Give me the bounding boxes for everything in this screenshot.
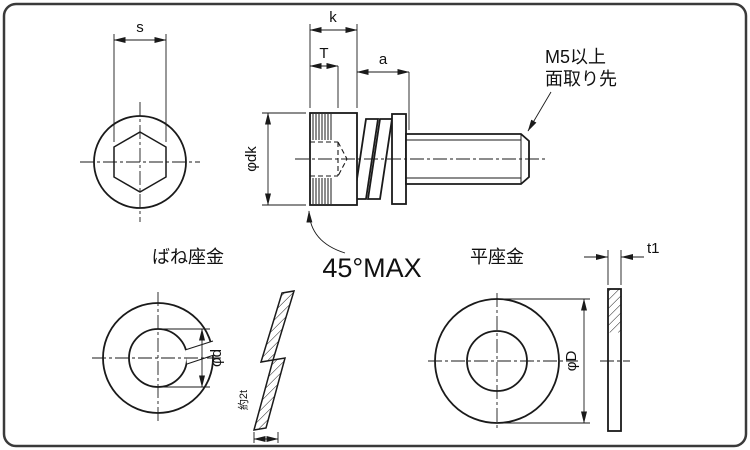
dim-label-s: s xyxy=(136,19,144,36)
spring-washer-title: ばね座金 xyxy=(152,247,224,267)
dim-label-d: φd xyxy=(208,349,225,367)
spring-coil-section xyxy=(259,290,296,363)
dim-label-2t: 約2t xyxy=(236,390,250,410)
k-dimension: k xyxy=(309,9,358,108)
tip-note: M5以上 面取り先 xyxy=(527,47,617,132)
tip-note-line1: M5以上 xyxy=(545,47,606,67)
t-dimension: T xyxy=(309,45,339,108)
s-dimension: s xyxy=(113,19,167,142)
knurl-lines-top xyxy=(312,114,332,140)
screw-side-view: k T a φdk M5以上 面取り先 45°MAX xyxy=(243,9,617,283)
d-dimension: φd xyxy=(158,328,225,388)
head-top-view: s xyxy=(80,19,200,222)
dk-dimension: φdk xyxy=(243,112,306,206)
flat-washer-title: 平座金 xyxy=(470,247,524,267)
spring-coil-section xyxy=(252,357,287,431)
dim-label-a: a xyxy=(379,51,388,68)
t1-dimension: t1 xyxy=(584,240,660,285)
dim-label-dk: φdk xyxy=(243,146,260,172)
chamfer-angle-note: 45°MAX xyxy=(306,210,422,283)
spring-washer-free-side-view: 約2t xyxy=(236,290,296,443)
flat-washer-view: 平座金 φD t1 xyxy=(428,240,660,432)
spring-washer-side-band xyxy=(366,118,394,200)
D-dimension: φD xyxy=(504,298,590,424)
extension-line xyxy=(607,250,622,285)
knurl-lines-bottom xyxy=(312,178,332,204)
flat-washer-side-view: t1 xyxy=(584,240,660,432)
dim-label-t1: t1 xyxy=(647,240,660,257)
spring-washer-view: ばね座金 φd 約2t xyxy=(92,247,296,443)
washer-side-outline xyxy=(607,288,622,432)
dim-label-D: φD xyxy=(563,351,580,372)
extension-line xyxy=(253,432,279,443)
leader-curve xyxy=(306,210,346,254)
dim-label-k: k xyxy=(329,9,337,26)
hex-socket-shape xyxy=(113,131,167,193)
leader-line xyxy=(527,91,552,132)
chamfer-angle-label: 45°MAX xyxy=(322,253,421,283)
a-dimension: a xyxy=(356,51,410,130)
tip-note-line2: 面取り先 xyxy=(545,69,617,89)
dim-label-T: T xyxy=(319,45,328,62)
washer-section-hatch xyxy=(608,289,621,333)
